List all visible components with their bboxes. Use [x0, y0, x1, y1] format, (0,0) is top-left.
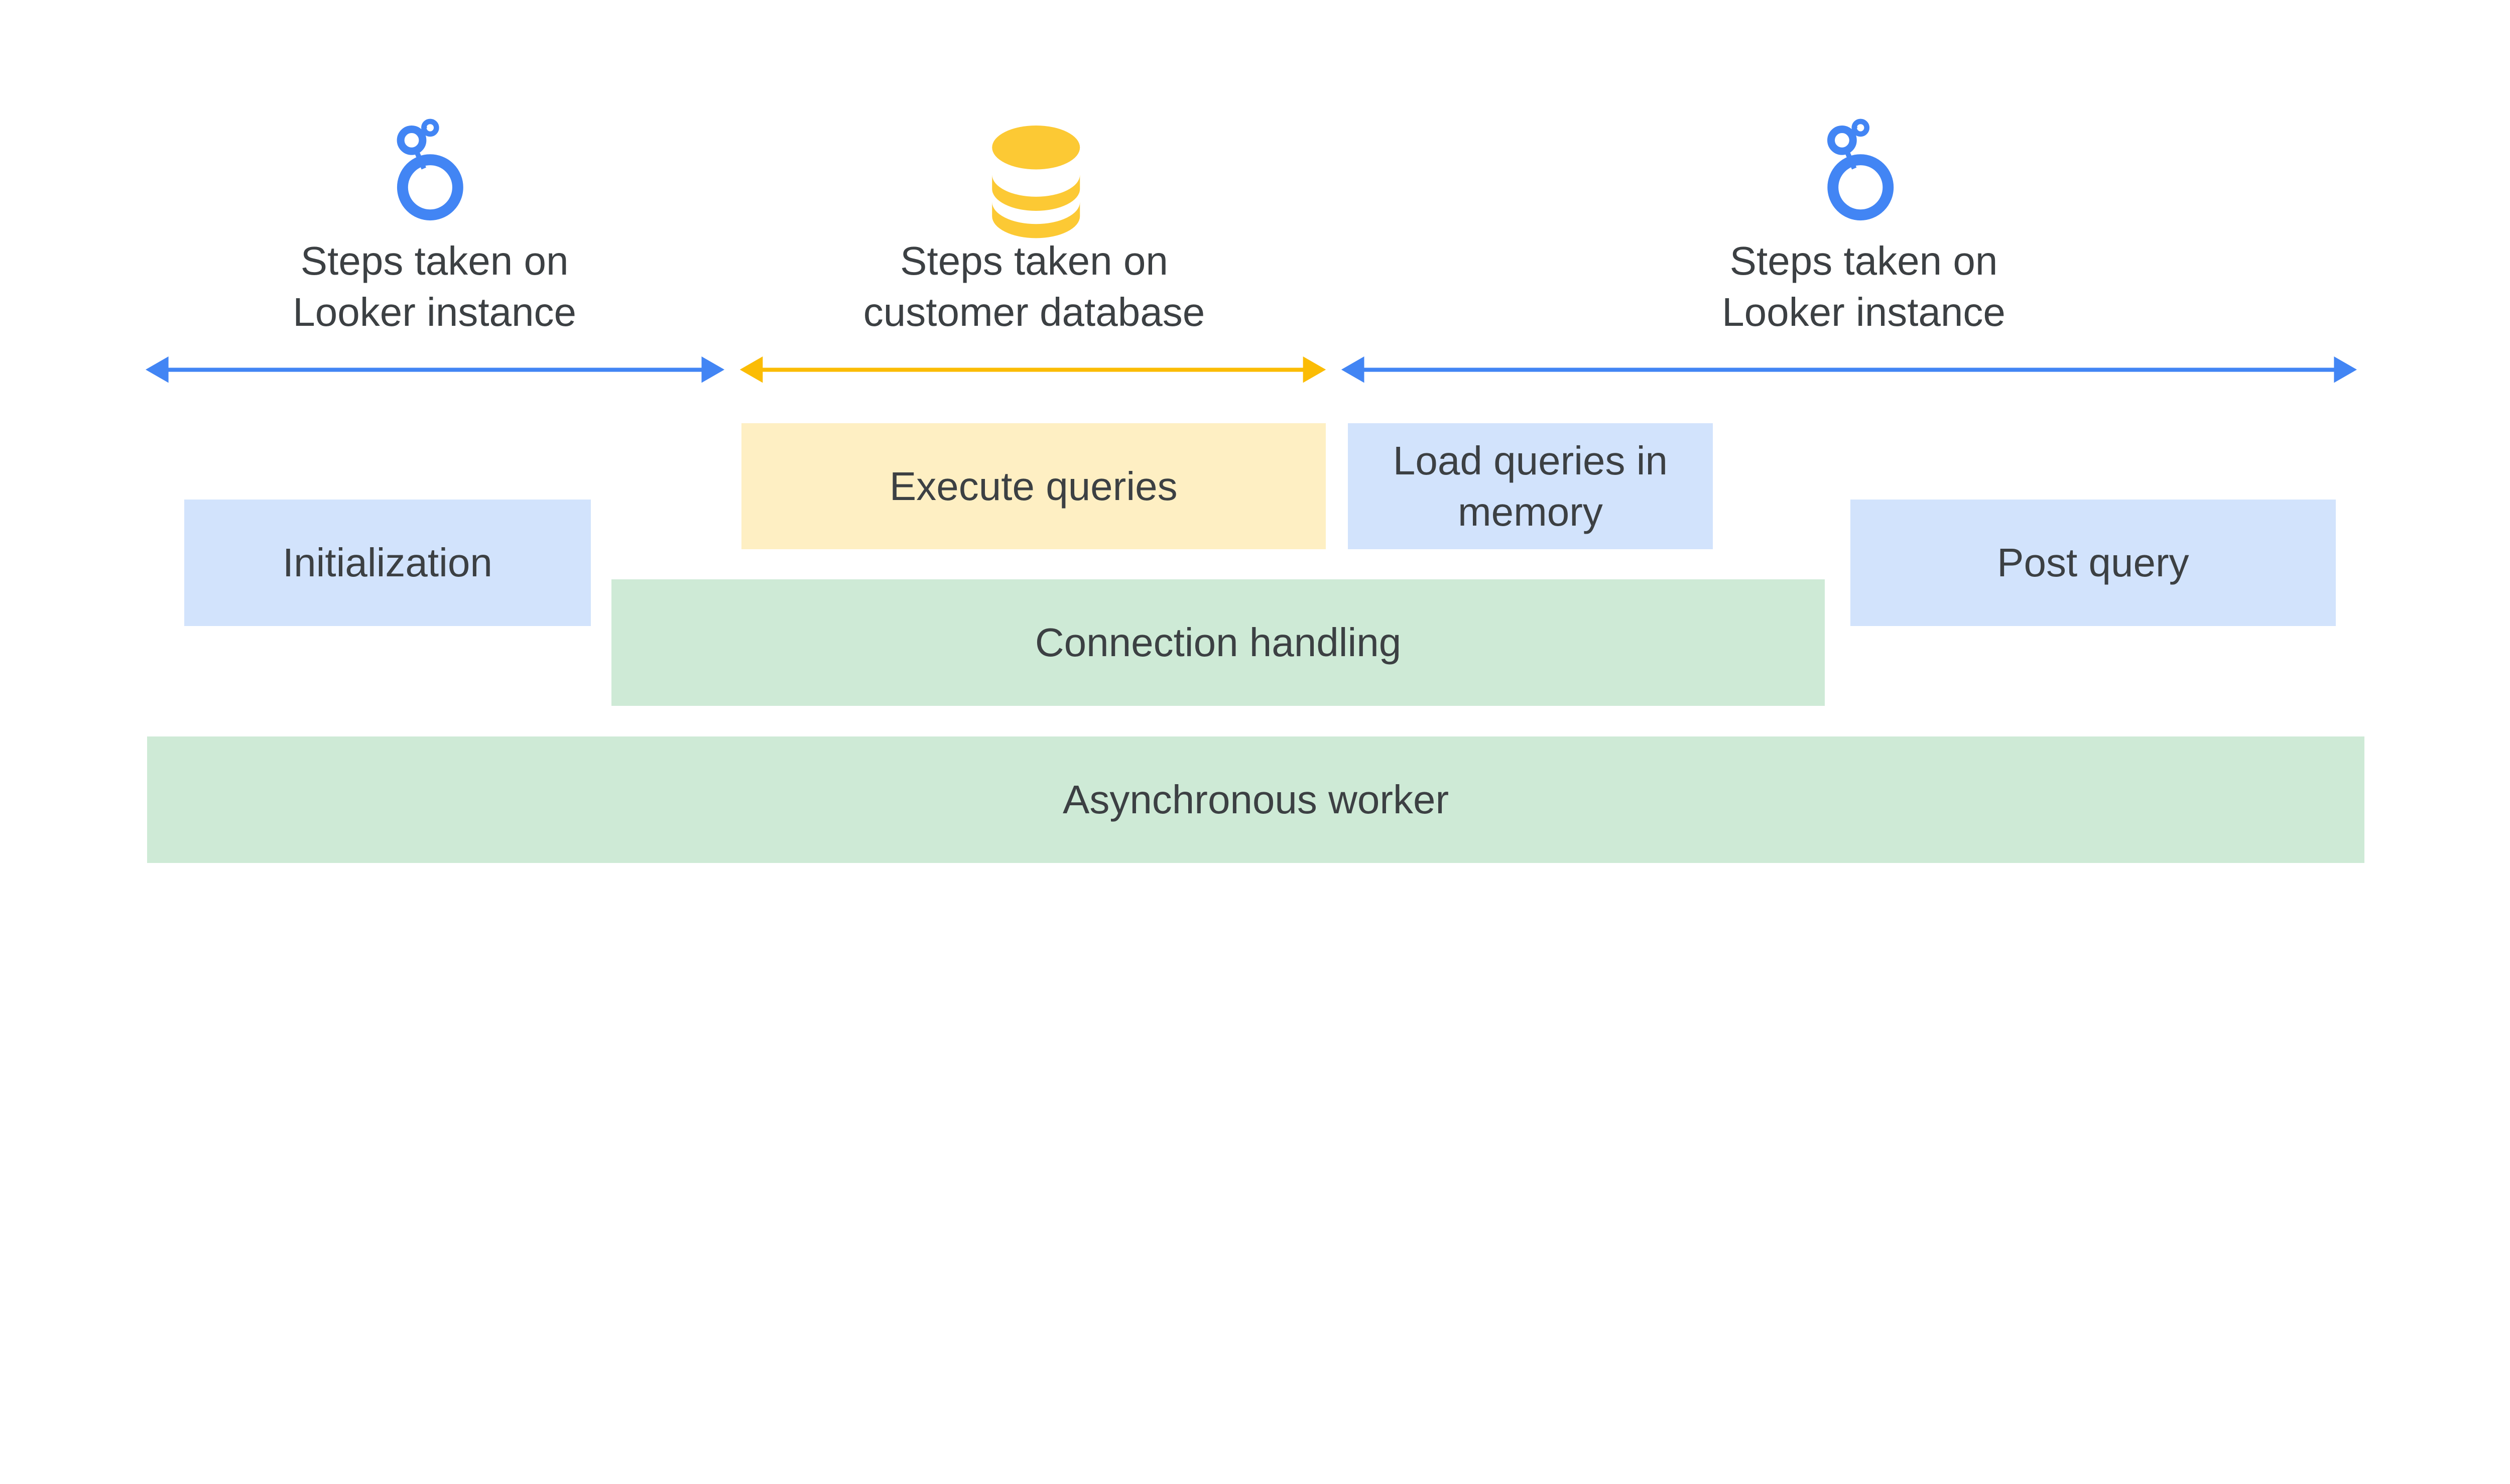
section-title-line1: Steps taken on	[900, 238, 1168, 283]
section-title-line2: Looker instance	[1722, 289, 2005, 334]
box-label: Connection handling	[1035, 620, 1402, 665]
query-lifecycle-diagram: Steps taken on Looker instance Steps tak…	[146, 0, 2364, 863]
box-label-line2: memory	[1457, 489, 1603, 534]
diagram-graphics	[146, 0, 2357, 383]
database-icon	[992, 126, 1080, 238]
arrow-looker-right	[1341, 356, 2357, 383]
section-title-line1: Steps taken on	[1729, 238, 1998, 283]
box-execute-queries: Execute queries	[741, 423, 1326, 550]
box-asynchronous-worker: Asynchronous worker	[147, 736, 2364, 863]
box-label-line1: Load queries in	[1393, 438, 1668, 483]
box-post-query: Post query	[1850, 500, 2336, 626]
looker-logo-icon	[1831, 121, 1889, 215]
box-label: Initialization	[282, 540, 492, 585]
box-label: Post query	[1997, 540, 2189, 585]
box-connection-handling: Connection handling	[611, 579, 1825, 706]
box-initialization: Initialization	[184, 500, 591, 626]
arrow-looker-left	[146, 356, 725, 383]
section-title-line2: customer database	[863, 289, 1205, 334]
box-load-queries-in-memory: Load queries in memory	[1348, 423, 1713, 550]
looker-logo-icon	[401, 121, 458, 215]
section-title-line2: Looker instance	[293, 289, 577, 334]
section-looker-instance-left: Steps taken on Looker instance	[246, 235, 623, 338]
section-looker-instance-right: Steps taken on Looker instance	[1676, 235, 2052, 338]
section-title-line1: Steps taken on	[300, 238, 569, 283]
box-label: Asynchronous worker	[1062, 777, 1449, 822]
section-customer-database: Steps taken on customer database	[846, 235, 1222, 338]
box-label: Execute queries	[889, 463, 1178, 509]
arrow-customer-database	[739, 356, 1326, 383]
